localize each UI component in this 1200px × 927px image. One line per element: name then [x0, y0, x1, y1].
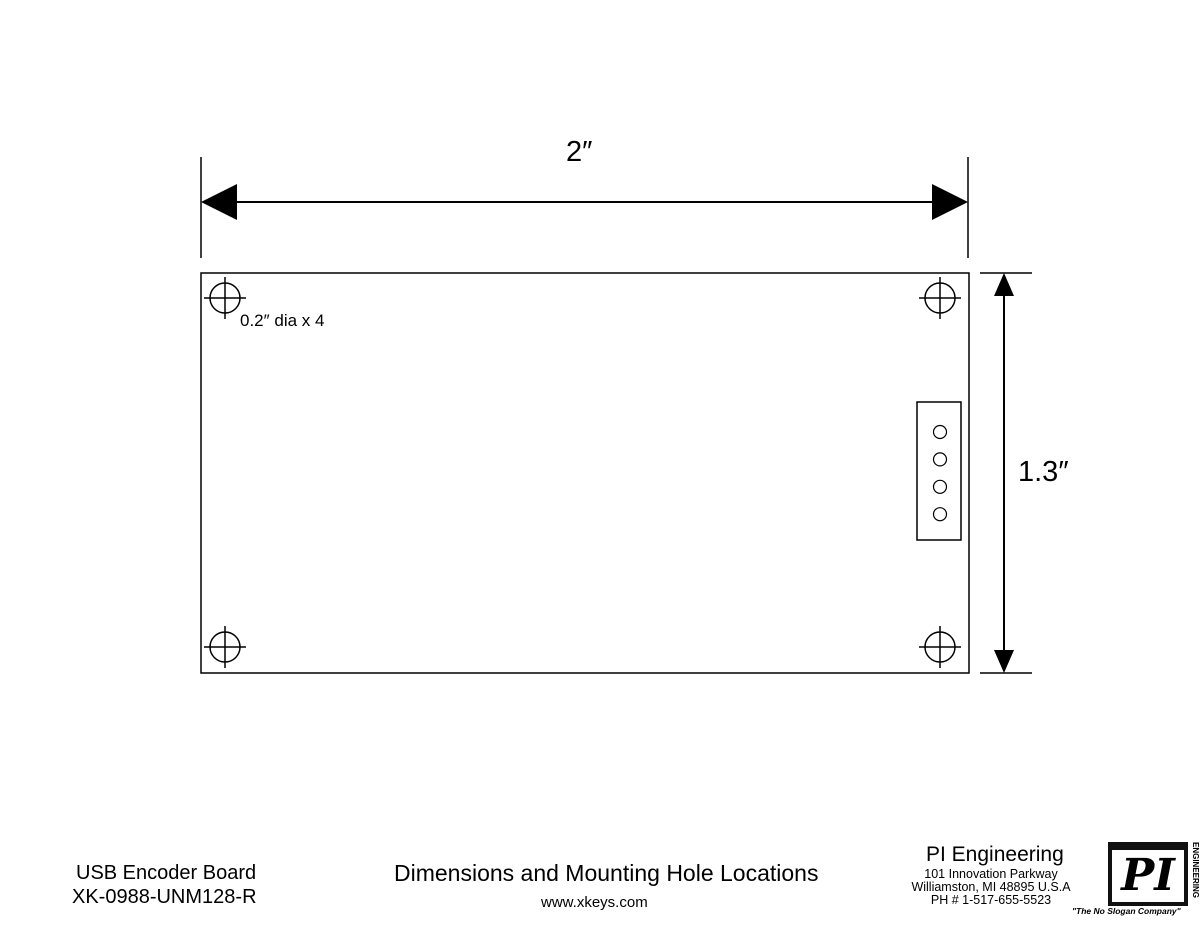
arrowhead-left	[201, 184, 237, 220]
sheet-title: Dimensions and Mounting Hole Locations	[394, 860, 819, 886]
mounting-hole-icon	[204, 626, 246, 668]
logo-text: PI	[1112, 850, 1184, 902]
hole-note: 0.2″ dia x 4	[240, 311, 325, 330]
mounting-hole-icon	[919, 277, 961, 319]
company-name: PI Engineering	[926, 843, 1064, 866]
arrowhead-top	[994, 273, 1014, 296]
connector-pin	[932, 479, 948, 494]
mounting-hole-icon	[204, 277, 246, 319]
address-line1: 101 Innovation Parkway	[924, 867, 1058, 881]
arrowhead-bottom	[994, 650, 1014, 673]
phone: PH # 1-517-655-5523	[930, 893, 1052, 907]
connector-pin	[932, 452, 948, 467]
height-label: 1.3″	[1018, 456, 1069, 488]
connector-pin	[932, 424, 948, 440]
company-address: 101 Innovation Parkway Williamston, MI 4…	[896, 868, 1086, 907]
address-line2: Williamston, MI 48895 U.S.A	[911, 880, 1071, 894]
logo-slogan: "The No Slogan Company"	[1072, 906, 1181, 916]
product-name: USB Encoder Board	[76, 862, 257, 884]
part-number: XK-0988-UNM128-R	[72, 886, 257, 908]
website: www.xkeys.com	[541, 894, 648, 911]
width-label: 2″	[566, 136, 593, 168]
mounting-hole-icon	[919, 626, 961, 668]
connector-header	[916, 401, 962, 541]
arrowhead-right	[932, 184, 968, 220]
logo-side-text: ENGINEERING	[1191, 842, 1200, 899]
connector-pin	[932, 507, 948, 522]
company-logo: PI ENGINEERING "The No Slogan Company"	[1072, 840, 1200, 920]
board-outline	[200, 272, 970, 674]
